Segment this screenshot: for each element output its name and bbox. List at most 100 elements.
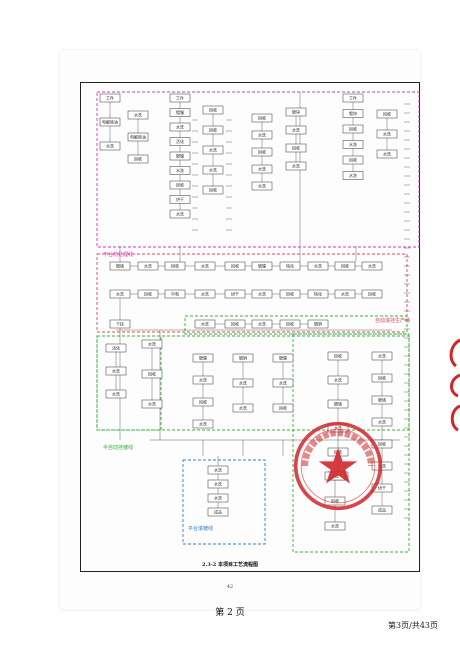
process-box: 水洗 [137,261,159,271]
process-box: 水洗 [194,319,216,329]
page-count: 第3页/共43页 [388,621,438,630]
process-box: 下挂 [109,319,131,329]
process-box: 镀铬 [327,399,349,409]
process-box-label: 水洗 [116,291,124,297]
process-box-label: 水洗 [368,263,376,269]
process-box: 水洗 [251,289,273,299]
process-box-label: 活化 [176,138,184,144]
process-box: 回收 [371,439,393,449]
zone-layer [96,91,420,553]
process-box: 镀锌 [342,109,364,118]
process-box-label: 镀镍 [176,109,184,115]
process-box-label: 水洗 [378,353,386,359]
process-box-label: 镀铬 [378,397,386,403]
zone-label-small: 平台滚镀线 [188,525,213,532]
process-box-label: 工件 [349,95,357,101]
process-box-label: 水洗 [314,263,322,269]
process-box-label: 回收 [292,145,300,151]
process-box-label: 电解除油 [130,134,146,140]
process-box-label: 水洗 [349,141,357,147]
process-box-label: 水洗 [209,167,217,173]
process-box-label: 回收 [331,498,339,504]
process-box-label: 水洗 [176,167,184,173]
process-box: 回收 [272,403,294,413]
process-box-label: 钝化 [286,263,294,269]
seal-star-icon [318,447,358,484]
process-box-label: 回收 [383,111,391,117]
process-box-label: 水洗 [201,321,209,327]
process-box-label: 水洗 [292,127,300,133]
process-box-label: 水洗 [214,467,222,473]
process-box-label: 镀锌 [292,109,300,115]
process-box: 镀锌 [285,107,307,117]
process-box: 回收 [371,373,393,383]
process-box-label: 工件 [106,95,114,101]
process-box-label: 水洗 [279,380,287,386]
process-box-label: 钝化 [314,291,322,297]
process-box: 水洗 [376,149,398,159]
process-box: 水洗 [169,122,191,132]
process-box: 回收 [224,319,246,329]
process-box: 回收 [141,369,163,379]
process-box: 回收 [285,143,307,153]
process-box-label: 镀锌 [349,110,357,116]
process-box: 回收 [164,261,186,271]
process-box: 水洗 [307,261,329,271]
process-box-label: 水洗 [239,380,247,386]
process-box: 烘干 [371,483,393,493]
process-box: 回收 [202,105,224,115]
zone-label-lower: 半自动挂镀线 [103,444,133,451]
process-box: 水洗 [169,166,191,175]
page-label: 第 2 页 [215,608,245,618]
process-box: 回收 [361,289,383,299]
process-box-label: 水洗 [148,401,156,407]
process-box: 回收 [127,154,149,164]
process-box-label: 水洗 [258,183,266,189]
process-box: 水洗 [194,289,216,299]
process-box-label: 回收 [341,263,349,269]
zone-label-top: 平台前处理线 [103,251,133,258]
process-box: 成品 [371,505,393,515]
process-box-label: 回收 [171,263,179,269]
process-box: 工件 [342,93,364,103]
process-box-label: 镀铬 [334,401,342,407]
process-box-label: 成品 [214,509,222,515]
process-box-label: 水洗 [112,368,120,374]
process-box-label: 回收 [258,115,266,121]
process-box: 水洗 [251,164,273,174]
process-box: 水洗 [371,417,393,427]
process-box: 水洗 [232,378,254,388]
process-box: 水洗 [105,366,127,376]
process-box: 水洗 [334,289,356,299]
process-box-label: 回收 [231,263,239,269]
process-box: 成品 [207,507,229,517]
process-box-label: 镀镍 [279,355,287,361]
process-box: 水洗 [251,181,273,191]
process-box-label: 水洗 [112,391,120,397]
process-box: 镀镍 [169,151,191,161]
process-box: 镀镍 [169,108,191,117]
process-box-label: 回收 [368,291,376,297]
process-box-label: 回收 [199,399,207,405]
process-box: 镀铜 [232,353,254,363]
process-box: 活化 [105,343,127,353]
process-box: 镀镍 [192,353,214,363]
process-box-layer: 工件电解除油水洗水洗电解除油回收工件镀镍水洗活化镀镍水洗回收烘干水洗回收回收水洗… [99,93,398,531]
process-box-label: 水洗 [176,124,184,130]
zone-lower-wide [96,335,410,431]
process-box: 水洗 [361,261,383,271]
process-box-label: 回收 [378,441,386,447]
process-box: 回收 [324,496,346,506]
process-box: 烘干 [169,195,191,204]
process-box: 水洗 [202,165,224,175]
process-box-label: 水洗 [383,151,391,157]
process-box-label: 回收 [209,127,217,133]
process-box-label: 水洗 [239,405,247,411]
process-box: 水洗 [105,389,127,399]
zone-lower-extension [184,315,408,335]
process-box-label: 回收 [209,187,217,193]
process-box: 回收 [279,289,301,299]
process-box-label: 水洗 [148,341,156,347]
process-box-label: 回收 [378,375,386,381]
